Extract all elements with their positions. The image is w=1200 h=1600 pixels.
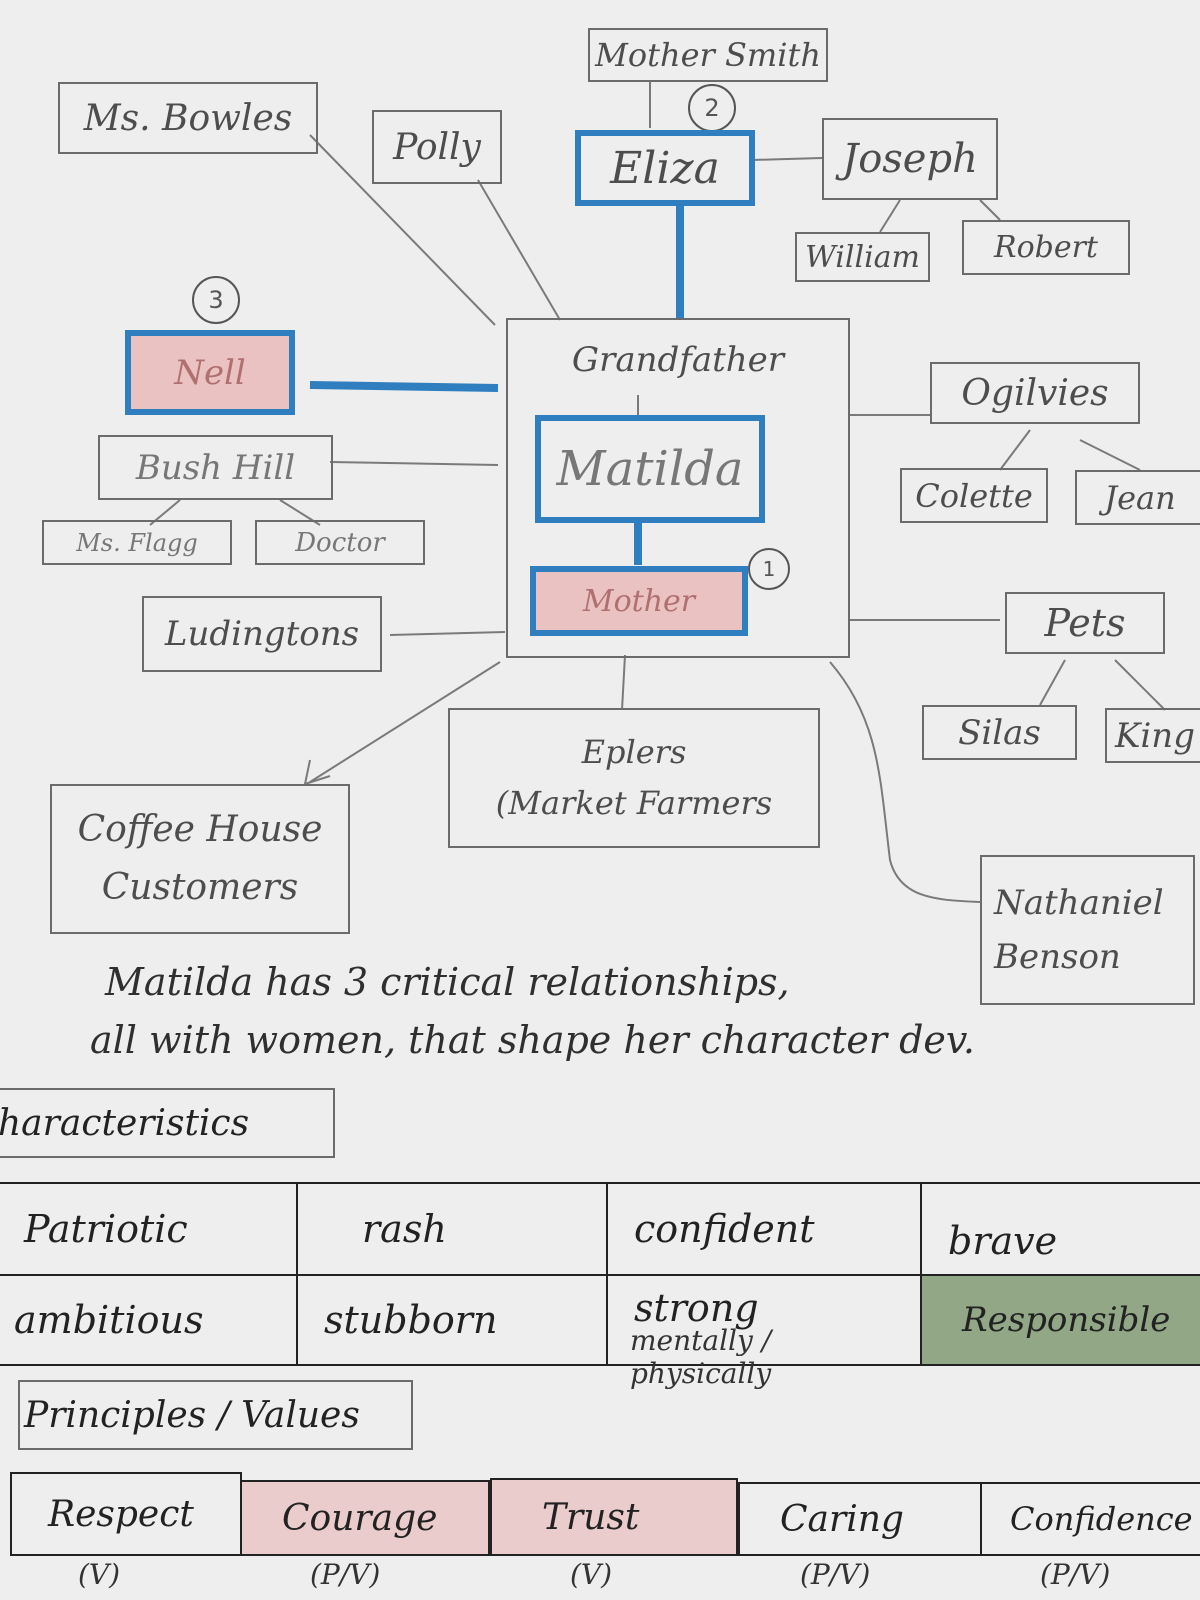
nathaniel-box: Nathaniel Benson [980, 855, 1195, 1005]
ms-bowles-box: Ms. Bowles [58, 82, 318, 154]
doctor-box: Doctor [255, 520, 425, 565]
mother-box: Mother [530, 566, 748, 636]
eliza-box: Eliza [575, 130, 755, 206]
silas-box: Silas [922, 705, 1077, 760]
nathaniel-line2: Benson [994, 937, 1121, 977]
eliza-badge: 2 [688, 84, 736, 132]
william-box: William [795, 232, 930, 282]
pets-box: Pets [1005, 592, 1165, 654]
value-cell-courage: Courage [240, 1480, 490, 1556]
jean-box: Jean [1075, 470, 1200, 525]
coffee-house-line1: Coffee House [77, 809, 323, 851]
king-box: King [1105, 708, 1200, 763]
matilda-box: Matilda [535, 415, 765, 523]
trait-cell: stubborn [296, 1274, 608, 1366]
value-cell: Confidence [980, 1482, 1200, 1556]
value-tag: (P/V) [310, 1558, 381, 1591]
eplers-line2: (Market Farmers [495, 784, 773, 822]
trait-cell: rash [296, 1182, 608, 1276]
grandfather-label: Grandfather [571, 340, 785, 380]
polly-box: Polly [372, 110, 502, 184]
eplers-box: Eplers (Market Farmers [448, 708, 820, 848]
trait-strong: strong [634, 1286, 759, 1330]
note-line2: all with women, that shape her character… [90, 1018, 975, 1062]
trait-cell: Patriotic [0, 1182, 298, 1276]
robert-box: Robert [962, 220, 1130, 275]
value-tag: (P/V) [1040, 1558, 1111, 1591]
bush-hill-box: Bush Hill [98, 435, 333, 500]
nell-badge: 3 [192, 276, 240, 324]
mother-smith-box: Mother Smith [588, 28, 828, 82]
trait-cell: strong mentally / physically [606, 1274, 922, 1390]
coffee-house-box: Coffee House Customers [50, 784, 350, 934]
trait-cell: ambitious [0, 1274, 298, 1366]
trait-cell-responsible: Responsible [920, 1274, 1200, 1366]
nathaniel-line1: Nathaniel [994, 882, 1164, 923]
coffee-house-line2: Customers [101, 867, 299, 908]
mother-badge: 1 [748, 548, 790, 590]
ogilvies-box: Ogilvies [930, 362, 1140, 424]
trait-cell: confident [606, 1182, 922, 1276]
eplers-line1: Eplers [581, 732, 687, 771]
nell-box: Nell [125, 330, 295, 415]
ludingtons-box: Ludingtons [142, 596, 382, 672]
value-tag: (V) [78, 1558, 121, 1591]
value-cell-trust: Trust [490, 1478, 738, 1556]
joseph-box: Joseph [822, 118, 998, 200]
value-cell: Caring [738, 1482, 982, 1556]
characteristics-heading: haracteristics [0, 1088, 335, 1158]
principles-heading: Principles / Values [18, 1380, 413, 1450]
value-tag: (V) [570, 1558, 613, 1591]
ms-flagg-box: Ms. Flagg [42, 520, 232, 565]
trait-cell: brave [920, 1182, 1200, 1276]
grandfather-box: Grandfather [506, 318, 850, 658]
trait-strong-sub: mentally / physically [630, 1324, 772, 1390]
value-cell: Respect [10, 1472, 242, 1556]
note-line1: Matilda has 3 critical relationships, [105, 960, 790, 1004]
colette-box: Colette [900, 468, 1048, 523]
value-tag: (P/V) [800, 1558, 871, 1591]
